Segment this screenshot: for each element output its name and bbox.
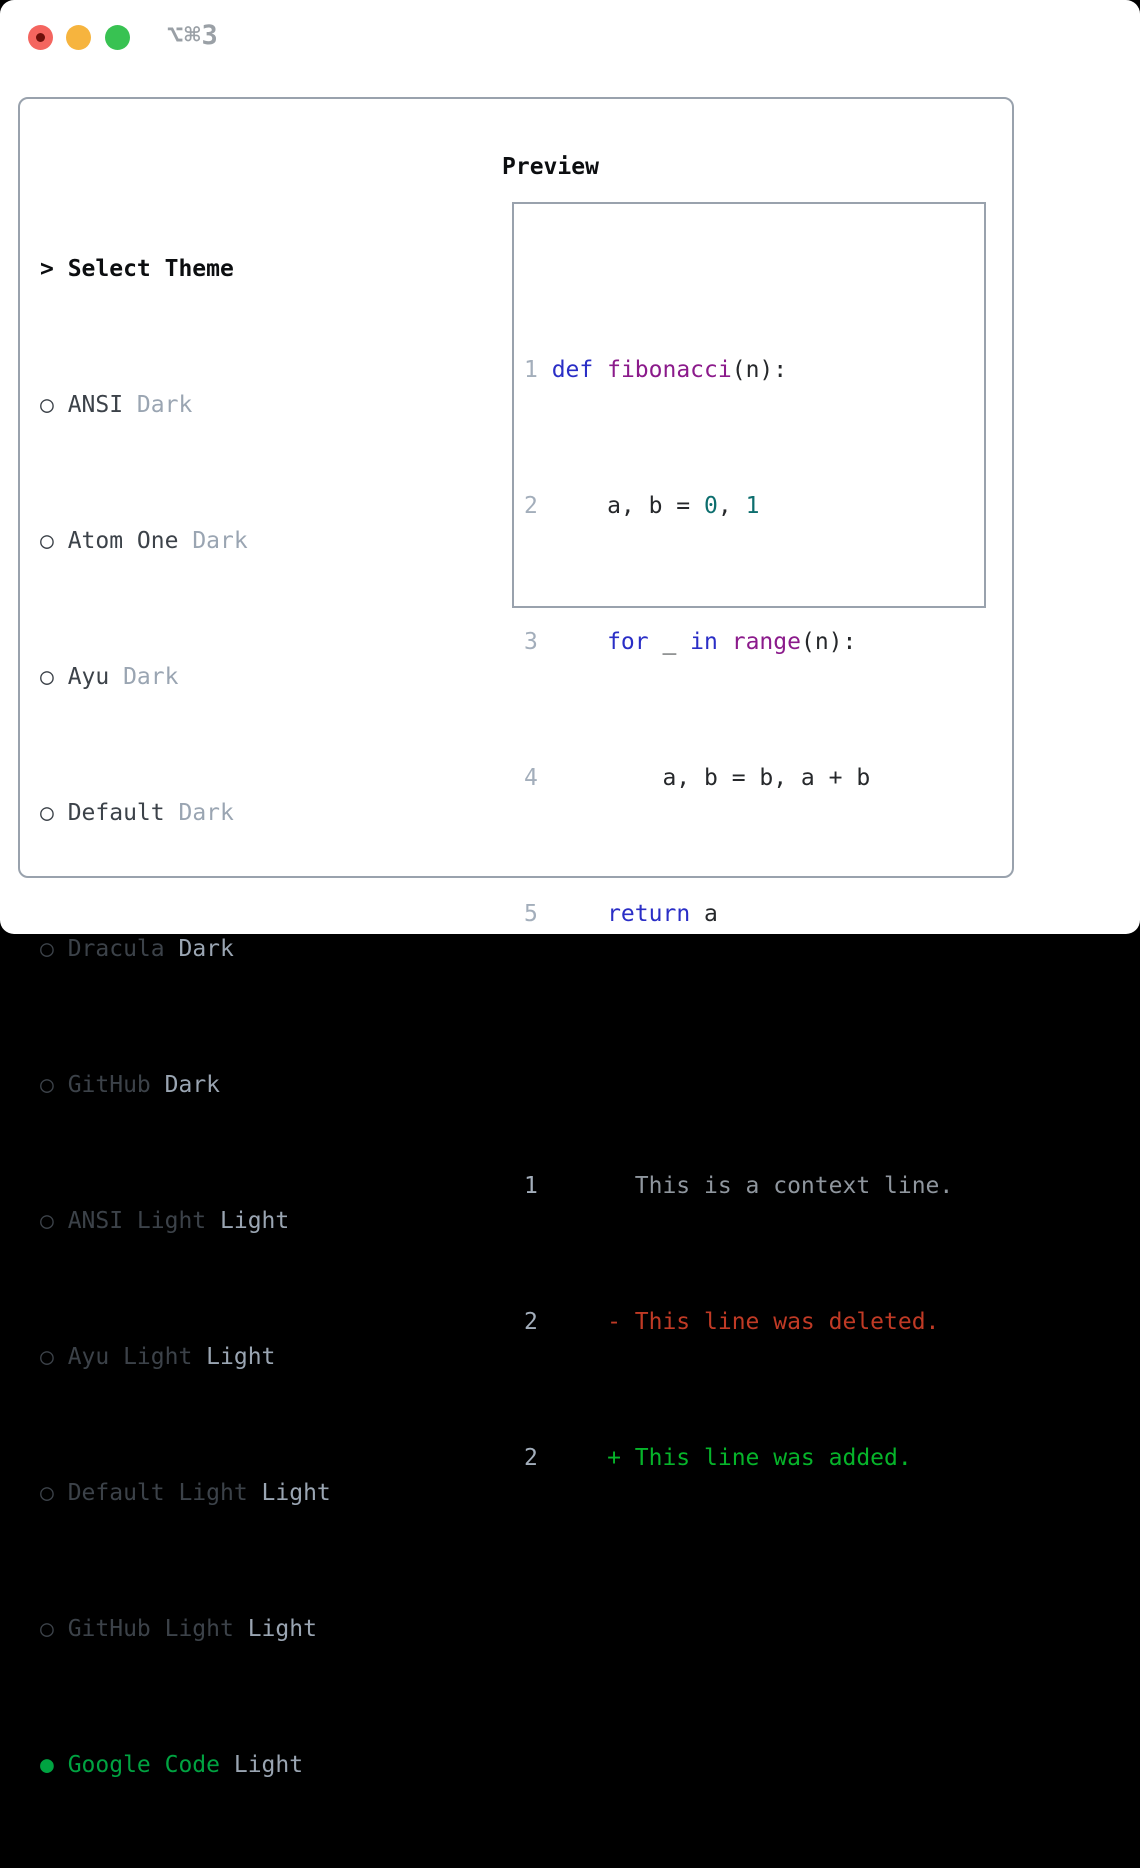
maximize-button[interactable]	[105, 25, 130, 50]
radio-icon: ○	[40, 796, 68, 830]
diff-added-text: + This line was added.	[552, 1445, 912, 1471]
theme-option-google-code-light[interactable]: ●Google Code Light	[40, 1748, 428, 1782]
blank-line	[524, 1033, 984, 1067]
code-token: a, b =	[552, 493, 704, 519]
window-shortcut-title: ⌥⌘3	[167, 20, 219, 51]
theme-option-default-dark[interactable]: ○Default Dark	[40, 796, 428, 830]
radio-icon: ○	[40, 1340, 68, 1374]
theme-name: ANSI Light	[68, 1208, 206, 1234]
diff-line-added: 2 + This line was added.	[524, 1441, 984, 1475]
radio-icon: ○	[40, 660, 68, 694]
theme-option-ayu-light[interactable]: ○Ayu Light Light	[40, 1340, 428, 1374]
code-line: 4 a, b = b, a + b	[524, 761, 984, 795]
theme-variant: Dark	[123, 664, 178, 690]
theme-variant: Light	[206, 1344, 275, 1370]
minimize-button[interactable]	[66, 25, 91, 50]
radio-icon: ○	[40, 1612, 68, 1646]
theme-name: Default Light	[68, 1480, 248, 1506]
line-number: 1	[524, 1169, 552, 1203]
theme-option-dracula-dark[interactable]: ○Dracula Dark	[40, 932, 428, 966]
radio-icon: ○	[40, 1476, 68, 1510]
theme-option-atom-one-dark[interactable]: ○Atom One Dark	[40, 524, 428, 558]
code-token: (n):	[801, 629, 856, 655]
theme-name: Dracula	[68, 936, 165, 962]
code-token	[718, 629, 732, 655]
code-token: return	[607, 901, 690, 927]
code-token: in	[690, 629, 718, 655]
code-token: ,	[718, 493, 746, 519]
radio-icon: ○	[40, 1068, 68, 1102]
code-token: a	[690, 901, 718, 927]
theme-variant: Dark	[178, 936, 233, 962]
close-dot-icon	[36, 33, 45, 42]
select-theme-header: >Select Theme	[40, 252, 428, 286]
line-number: 2	[524, 1305, 552, 1339]
theme-name: GitHub	[68, 1072, 151, 1098]
code-token: for	[607, 629, 649, 655]
theme-option-default-light[interactable]: ○Default Light Light	[40, 1476, 428, 1510]
line-number: 2	[524, 489, 552, 523]
theme-option-github-light[interactable]: ○GitHub Light Light	[40, 1612, 428, 1646]
line-number: 5	[524, 897, 552, 931]
diff-deleted-text: - This line was deleted.	[552, 1309, 940, 1335]
theme-variant: Light	[262, 1480, 331, 1506]
theme-variant: Dark	[178, 800, 233, 826]
code-line: 3 for _ in range(n):	[524, 625, 984, 659]
code-line: 2 a, b = 0, 1	[524, 489, 984, 523]
code-token: range	[732, 629, 801, 655]
code-token: 0	[704, 493, 718, 519]
diff-context-text: This is a context line.	[552, 1173, 954, 1199]
code-token	[593, 357, 607, 383]
theme-variant: Light	[220, 1208, 289, 1234]
radio-selected-icon: ●	[40, 1748, 68, 1782]
code-token: fibonacci	[607, 357, 732, 383]
theme-variant: Light	[248, 1616, 317, 1642]
line-number: 2	[524, 1441, 552, 1475]
code-line: 5 return a	[524, 897, 984, 931]
radio-icon: ○	[40, 524, 68, 558]
theme-name: Atom One	[68, 528, 179, 554]
radio-icon: ○	[40, 932, 68, 966]
radio-icon: ○	[40, 1204, 68, 1238]
theme-name: Google Code	[68, 1752, 220, 1778]
theme-name: Ayu Light	[68, 1344, 193, 1370]
preview-header: Preview	[502, 150, 599, 184]
theme-variant: Dark	[192, 528, 247, 554]
close-button[interactable]	[28, 25, 53, 50]
code-token: 1	[746, 493, 760, 519]
theme-name: ANSI	[68, 392, 123, 418]
radio-icon: ○	[40, 388, 68, 422]
theme-option-ayu-dark[interactable]: ○Ayu Dark	[40, 660, 428, 694]
diff-line-deleted: 2 - This line was deleted.	[524, 1305, 984, 1339]
titlebar: ⌥⌘3	[0, 0, 1140, 75]
theme-name: Default	[68, 800, 165, 826]
code-token: def	[552, 357, 594, 383]
line-number: 3	[524, 625, 552, 659]
theme-option-ansi-light[interactable]: ○ANSI Light Light	[40, 1204, 428, 1238]
theme-name: GitHub Light	[68, 1616, 234, 1642]
code-token: _	[649, 629, 691, 655]
theme-variant: Light	[234, 1752, 303, 1778]
theme-variant: Dark	[165, 1072, 220, 1098]
code-token: (n):	[732, 357, 787, 383]
line-number: 4	[524, 761, 552, 795]
line-number: 1	[524, 353, 552, 387]
theme-option-ansi-dark[interactable]: ○ANSI Dark	[40, 388, 428, 422]
theme-variant: Dark	[137, 392, 192, 418]
focus-caret-icon: >	[40, 252, 68, 286]
section-title: Select Theme	[68, 256, 234, 282]
theme-option-github-dark[interactable]: ○GitHub Dark	[40, 1068, 428, 1102]
theme-name: Ayu	[68, 664, 110, 690]
code-token: a, b = b, a + b	[552, 765, 871, 791]
code-token	[552, 629, 607, 655]
diff-line-context: 1 This is a context line.	[524, 1169, 984, 1203]
code-token	[552, 901, 607, 927]
